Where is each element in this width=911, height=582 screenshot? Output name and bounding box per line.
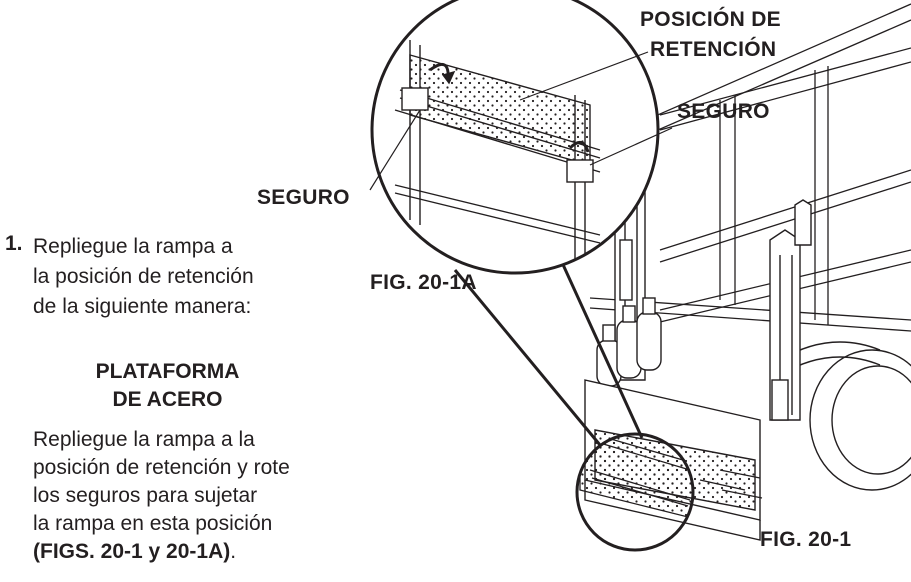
section-title-line: PLATAFORMA [95,360,240,383]
step-line: de la siguiente manera: [33,295,252,318]
section-title: PLATAFORMA DE ACERO [80,358,255,414]
label-latch-left: SEGURO [257,186,350,209]
body-ref-tail: . [230,540,237,563]
detail-connector-right [558,257,644,439]
body-line: la rampa en esta posición [33,512,273,535]
cylinders [596,297,662,387]
detail-circle-small [575,432,695,552]
figure-label-main: FIG. 20-1 [760,528,852,551]
body-line: posición de retención y rote [33,456,290,479]
body-line: los seguros para sujetar [33,484,258,507]
truck-body [589,3,911,332]
figure-label-detail: FIG. 20-1A [370,271,477,294]
label-retention-line1: POSICIÓN DE [640,8,781,31]
section-title-line: DE ACERO [112,388,223,411]
step-number: 1. [5,232,23,255]
label-retention-line2: RETENCIÓN [650,38,777,61]
detail-connector-left [453,269,602,446]
leader-lines [369,51,673,191]
body-ref-line: (FIGS. 20-1 y 20-1A). [33,538,333,566]
label-latch-right: SEGURO [677,100,770,123]
detail-circle-large [370,0,660,275]
step-text: Repliegue la rampa a la posición de rete… [33,232,333,322]
body-line: Repliegue la rampa a la [33,428,255,451]
figure-reference: (FIGS. 20-1 y 20-1A) [33,540,231,563]
body-text: Repliegue la rampa a la posición de rete… [33,426,333,566]
step-line: la posición de retención [33,265,254,288]
step-line: Repliegue la rampa a [33,235,233,258]
